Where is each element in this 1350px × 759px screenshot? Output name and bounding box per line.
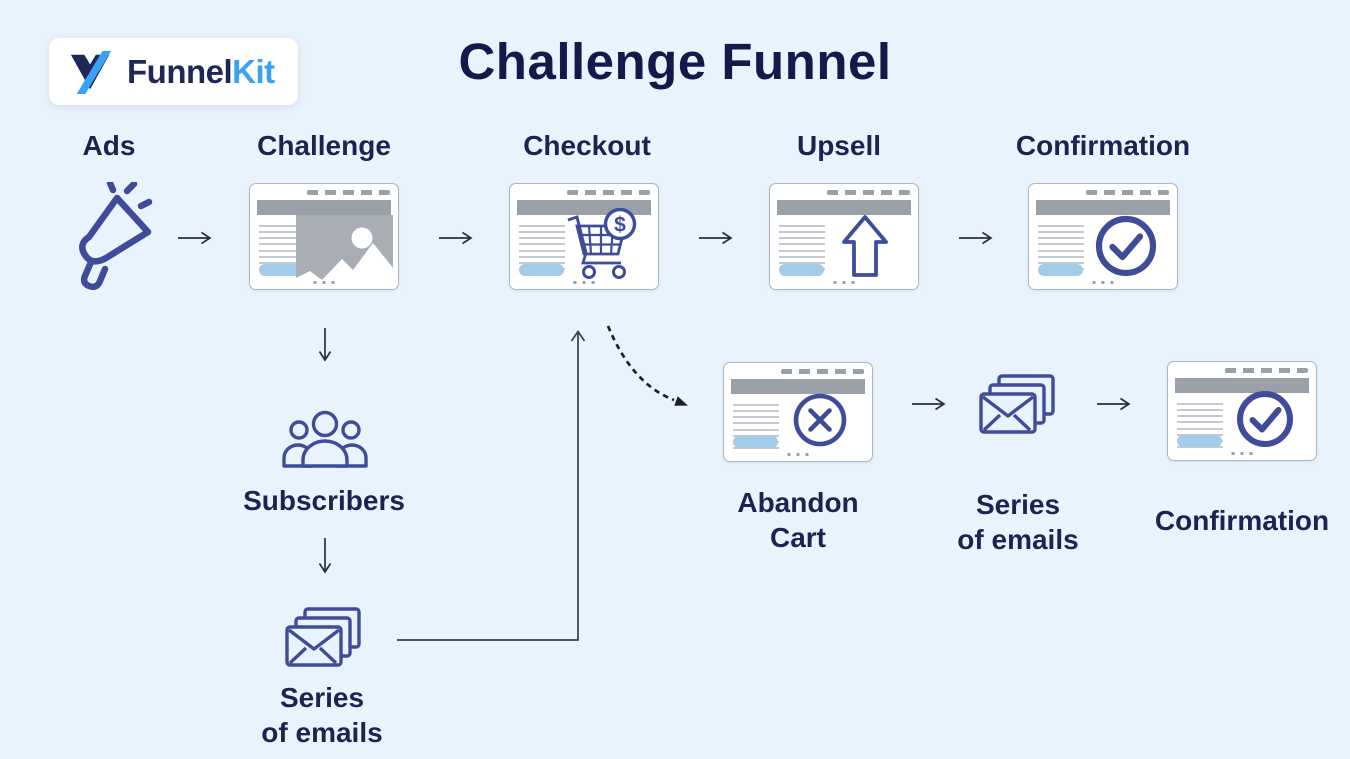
series-line1: Series [279, 682, 365, 713]
window-menu-dashes [567, 190, 650, 195]
window-menu-dashes [307, 190, 390, 195]
page-title: Challenge Funnel [458, 33, 892, 90]
confirmation-label: Confirmation [1154, 505, 1330, 536]
button-pill [1177, 435, 1222, 447]
email-stack-icon [979, 374, 1055, 434]
abandon-line1: Abandon [737, 487, 859, 518]
step-label-challenge: Challenge [257, 130, 391, 161]
button-pill [733, 436, 778, 448]
text-lines [519, 225, 565, 245]
text-lines [733, 404, 779, 424]
confirmation-page-card [1167, 361, 1317, 461]
button-pill [1038, 264, 1083, 276]
window-header-bar [1036, 200, 1170, 215]
arrow-right-icon [1097, 397, 1131, 411]
button-pill [779, 264, 824, 276]
step-label-checkout: Checkout [523, 130, 651, 161]
logo-brand: Funnel [127, 52, 233, 90]
check-circle-icon [1237, 391, 1293, 447]
series-line2: of emails [261, 717, 383, 748]
arrow-right-icon [912, 397, 946, 411]
text-lines [1038, 225, 1084, 245]
logo-wordmark: FunnelKit [127, 53, 275, 91]
arrow-right-icon [178, 231, 212, 245]
footer-dots [573, 281, 595, 284]
abandon-cart-page-card [723, 362, 873, 462]
step-label-upsell: Upsell [796, 130, 882, 161]
series-of-emails-label: Series of emails [957, 487, 1078, 557]
button-pill [259, 264, 304, 276]
email-stack-icon [285, 607, 361, 667]
image-placeholder-icon [296, 215, 393, 280]
arrow-down-icon [318, 538, 332, 574]
check-circle-icon [1095, 215, 1157, 277]
challenge-page-card [249, 183, 399, 290]
step-label-confirmation: Confirmation [1015, 130, 1191, 161]
text-lines [779, 225, 825, 245]
abandon-line2: Cart [769, 522, 826, 553]
arrow-down-icon [318, 328, 332, 362]
checkout-page-card: $ [509, 183, 659, 290]
upsell-page-card [769, 183, 919, 290]
button-pill [519, 264, 564, 276]
cancel-circle-icon [793, 393, 847, 447]
footer-dots [1092, 281, 1114, 284]
dollar-glyph: $ [614, 214, 626, 237]
footer-dots [313, 281, 335, 284]
abandon-cart-label: Abandon Cart [737, 485, 858, 555]
megaphone-icon [79, 182, 153, 291]
funnelkit-mark-icon [70, 50, 112, 94]
series-of-emails-label: Series of emails [261, 680, 382, 750]
step-label-ads: Ads [82, 130, 136, 161]
upsell-arrow-icon [842, 215, 888, 277]
arrow-right-icon [439, 231, 473, 245]
logo-brand-suffix: Kit [232, 52, 275, 90]
window-header-bar [731, 379, 865, 394]
text-lines [1177, 403, 1223, 423]
window-menu-dashes [827, 190, 910, 195]
subscribers-label: Subscribers [243, 485, 405, 516]
window-header-bar [1175, 378, 1309, 393]
elbow-connector-arrow [397, 329, 586, 641]
arrow-right-icon [959, 231, 993, 245]
text-lines [259, 225, 305, 245]
dashed-curve-arrow [606, 325, 688, 406]
people-group-icon [282, 410, 368, 468]
footer-dots [833, 281, 855, 284]
series-line1: Series [975, 489, 1061, 520]
window-menu-dashes [1086, 190, 1169, 195]
confirmation-page-card [1028, 183, 1178, 290]
window-header-bar [777, 200, 911, 215]
window-header-bar [257, 200, 391, 215]
window-menu-dashes [1225, 368, 1308, 373]
window-menu-dashes [781, 369, 864, 374]
footer-dots [787, 453, 809, 456]
funnelkit-logo: FunnelKit [49, 38, 298, 105]
cart-dollar-icon: $ [567, 208, 637, 279]
series-line2: of emails [957, 524, 1079, 555]
footer-dots [1231, 452, 1253, 455]
arrow-right-icon [699, 231, 733, 245]
